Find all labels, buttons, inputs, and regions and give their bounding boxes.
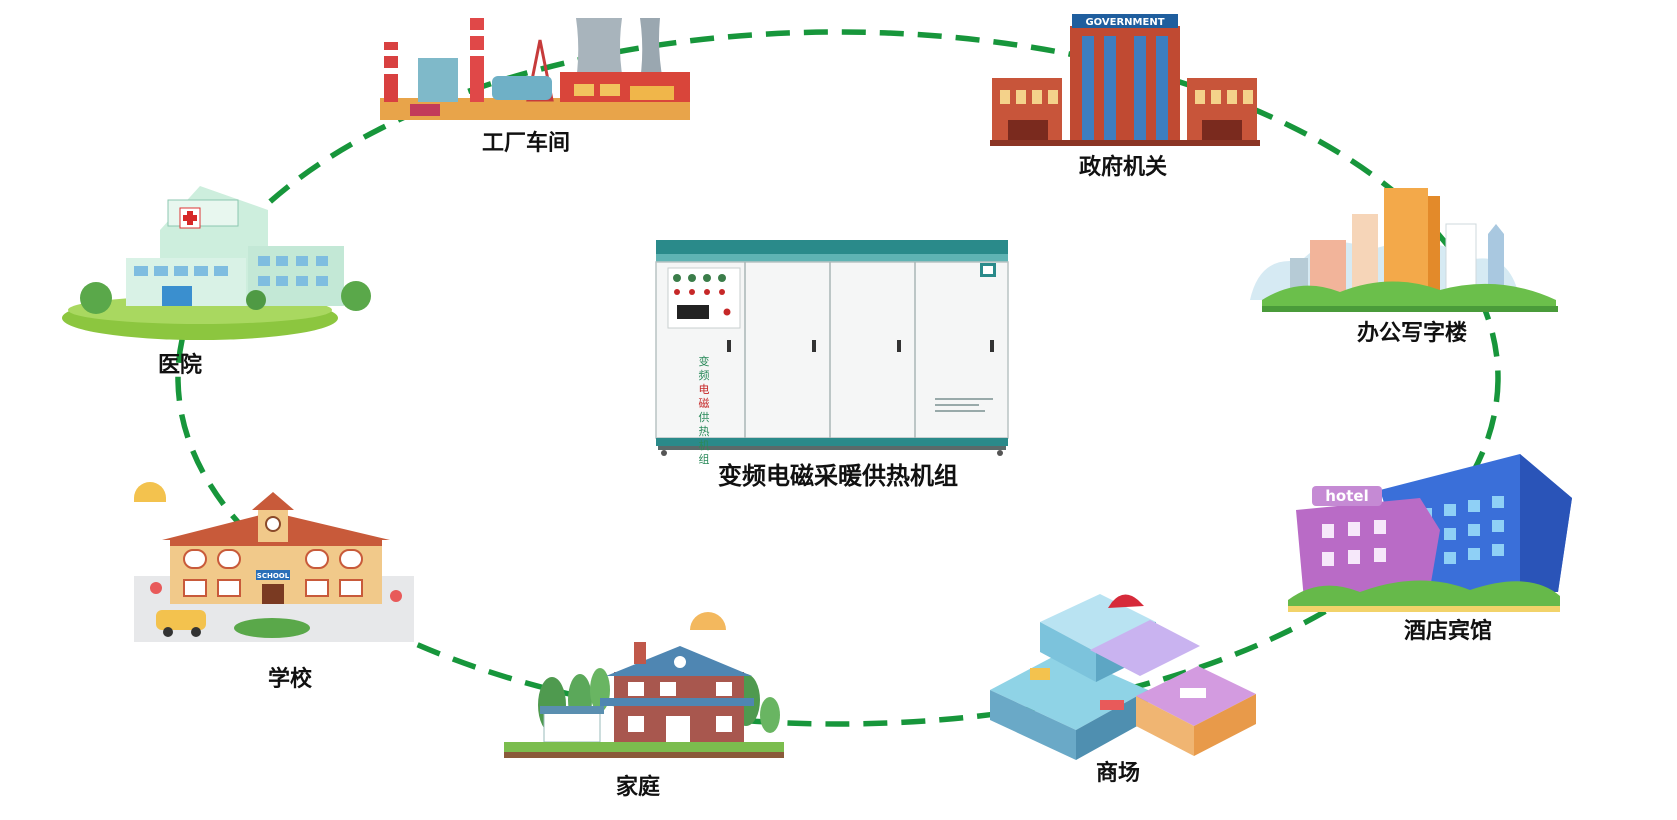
cabinet-char: 变: [699, 354, 710, 368]
hotel-sign: hotel: [1325, 487, 1368, 505]
label-factory: 工厂车间: [482, 130, 570, 156]
school-sign: SCHOOL: [257, 572, 290, 580]
cabinet-char: 机: [699, 438, 710, 452]
heating-unit-image: 变 频 电 磁 供 热 机 组: [655, 240, 1009, 466]
government-icon: GOVERNMENT: [990, 14, 1260, 146]
mall-icon: [990, 594, 1256, 760]
cabinet-char: 供: [699, 410, 710, 424]
label-hotel: 酒店宾馆: [1404, 618, 1492, 644]
label-mall: 商场: [1096, 760, 1140, 786]
label-hospital: 医院: [158, 352, 202, 378]
center-title: 变频电磁采暖供热机组: [718, 462, 958, 490]
hospital-icon: [62, 186, 371, 340]
label-home: 家庭: [616, 774, 660, 800]
cabinet-char: 热: [699, 425, 710, 438]
home-icon: [504, 612, 784, 758]
office-icon: [1250, 188, 1558, 312]
school-icon: SCHOOL: [134, 482, 414, 642]
cabinet-char: 组: [699, 452, 710, 466]
connection-ring: [175, 29, 1501, 727]
label-office: 办公写字楼: [1357, 320, 1467, 346]
factory-icon: [380, 18, 690, 120]
government-sign: GOVERNMENT: [1085, 17, 1164, 28]
label-government: 政府机关: [1079, 154, 1167, 180]
label-school: 学校: [268, 666, 313, 692]
cabinet-char: 电: [699, 383, 710, 396]
hotel-icon: hotel: [1288, 454, 1572, 612]
cabinet-char: 频: [699, 368, 710, 382]
cabinet-char: 磁: [699, 397, 710, 410]
